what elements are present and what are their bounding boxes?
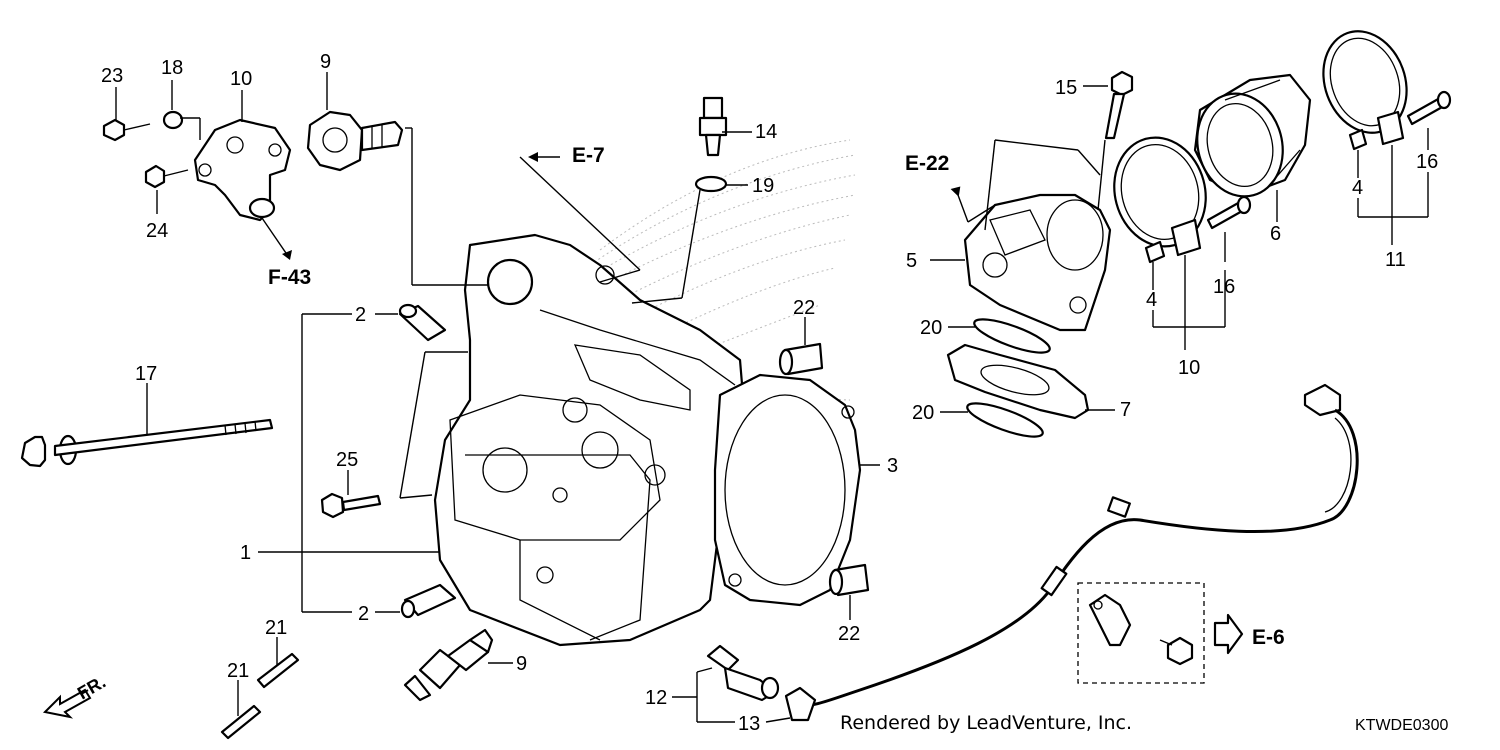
ref-e6: E-6 <box>1252 626 1285 649</box>
diagram-code: KTWDE0300 <box>1355 717 1449 734</box>
callout-19: 19 <box>752 175 774 197</box>
callout-9: 9 <box>320 51 331 73</box>
callout-14: 14 <box>755 121 777 143</box>
callout-24: 24 <box>146 220 168 242</box>
e6-detail-box <box>1077 582 1205 684</box>
render-credit: Rendered by LeadVenture, Inc. <box>840 712 1133 734</box>
intake-insulator <box>963 193 1112 332</box>
callout-15: 15 <box>1055 77 1077 99</box>
temp-sensor <box>694 96 728 193</box>
o-rings <box>966 318 1051 438</box>
callout-20-top: 20 <box>920 317 942 339</box>
callout-22-top: 22 <box>793 297 815 319</box>
callout-7: 7 <box>1120 399 1131 421</box>
ref-e7: E-7 <box>572 144 605 167</box>
bolt-15 <box>1104 70 1134 140</box>
callout-17: 17 <box>135 363 157 385</box>
leader-lines <box>115 72 1429 723</box>
callout-16-upper: 16 <box>1416 151 1438 173</box>
callout-21-top: 21 <box>265 617 287 639</box>
reference-labels: E-7 E-22 F-43 E-6 FR. <box>42 144 1285 719</box>
callout-2-top: 2 <box>355 304 366 326</box>
thermostat-cover <box>193 118 292 222</box>
ref-e22: E-22 <box>905 152 949 175</box>
cylinder-gasket <box>713 373 862 607</box>
clamp-screws <box>1206 90 1452 230</box>
cylinder-head <box>433 233 747 647</box>
callout-3: 3 <box>887 455 898 477</box>
crank-sensor <box>706 644 780 702</box>
callout-8-upper: 11 <box>1385 249 1406 271</box>
callout-11: 9 <box>516 653 527 675</box>
callout-16-lower: 16 <box>1213 276 1235 298</box>
e6-arrow-icon <box>1213 613 1244 655</box>
long-bolt <box>20 418 274 468</box>
clamp-band-rear <box>1322 30 1408 151</box>
callout-18: 18 <box>161 57 183 79</box>
dowel-pins <box>398 303 457 619</box>
callout-4-lower: 4 <box>1146 289 1157 311</box>
callout-2-bottom: 2 <box>358 603 369 625</box>
callout-6: 6 <box>1270 223 1281 245</box>
callout-21-bottom: 21 <box>227 660 249 682</box>
bolt-25 <box>320 492 382 519</box>
callout-23: 23 <box>101 65 123 87</box>
callout-8-lower: 10 <box>1178 357 1200 379</box>
spark-plug <box>403 628 494 702</box>
clamp-band-front <box>1113 136 1207 264</box>
collars <box>778 342 870 597</box>
callout-10: 10 <box>230 68 252 90</box>
callout-4-upper: 4 <box>1352 177 1363 199</box>
studs <box>220 652 300 740</box>
callout-labels: 23 18 10 9 24 14 19 2 2 17 25 1 9 21 21 … <box>101 51 1438 735</box>
small-fasteners <box>102 110 189 189</box>
callout-25: 25 <box>336 449 358 471</box>
callout-1: 1 <box>240 542 251 564</box>
callout-5: 5 <box>906 250 917 272</box>
ref-f43: F-43 <box>268 266 311 289</box>
sensor-wire <box>784 383 1359 722</box>
intake-joint <box>1193 73 1312 198</box>
callout-20-bottom: 20 <box>912 402 934 424</box>
callout-12: 12 <box>645 687 667 709</box>
callout-13: 13 <box>738 713 760 735</box>
thermostat <box>306 110 404 172</box>
front-arrow-icon: FR. <box>42 672 109 719</box>
callout-22-bottom: 22 <box>838 623 860 645</box>
